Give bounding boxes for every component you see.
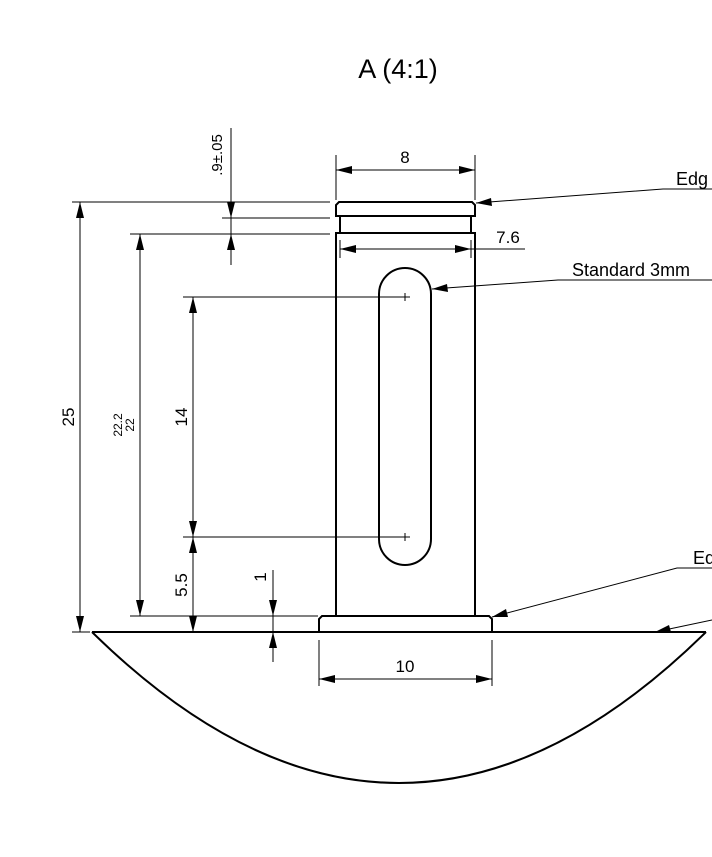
leader-ground: [654, 619, 712, 633]
pin-part: [318, 201, 493, 632]
view-title: A (4:1): [358, 54, 438, 84]
dim-base-width: 10: [318, 640, 493, 686]
dim-top-width: 8: [335, 148, 476, 200]
svg-text:5.5: 5.5: [172, 573, 191, 597]
section-arc: [91, 631, 707, 784]
leader-slot: Standard 3mm: [431, 260, 712, 292]
leader-top-edge: Edg: [475, 169, 712, 206]
svg-text:14: 14: [172, 408, 191, 427]
svg-text:Edg: Edg: [676, 169, 708, 189]
dim-neck-width: 7.6: [339, 228, 525, 258]
svg-text:22.2: 22.2: [111, 413, 125, 437]
svg-text:8: 8: [400, 148, 409, 167]
dim-total-height: 25: [59, 201, 330, 633]
svg-text:Ed: Ed: [693, 548, 712, 568]
dim-base-thickness: 1: [251, 570, 318, 662]
svg-text:1: 1: [251, 572, 270, 581]
svg-text:22: 22: [123, 418, 137, 432]
svg-text:7.6: 7.6: [496, 228, 520, 247]
pin-cap: [335, 201, 476, 217]
pin-flange: [318, 615, 493, 632]
svg-text:.9±.05: .9±.05: [209, 134, 226, 176]
pin-body: [335, 232, 476, 617]
slot-center-marks: [401, 293, 409, 541]
svg-text:10: 10: [396, 657, 415, 676]
svg-text:Standard 3mm: Standard 3mm: [572, 260, 690, 280]
svg-text:25: 25: [59, 408, 78, 427]
dim-slot-length: 14 5.5: [172, 296, 410, 632]
dim-body-height: 22.2 22: [111, 233, 330, 617]
leader-base-edge: Ed: [491, 548, 712, 618]
dim-groove-width: .9±.05: [209, 128, 330, 265]
pin-neck: [339, 215, 472, 234]
slot: [378, 267, 432, 566]
